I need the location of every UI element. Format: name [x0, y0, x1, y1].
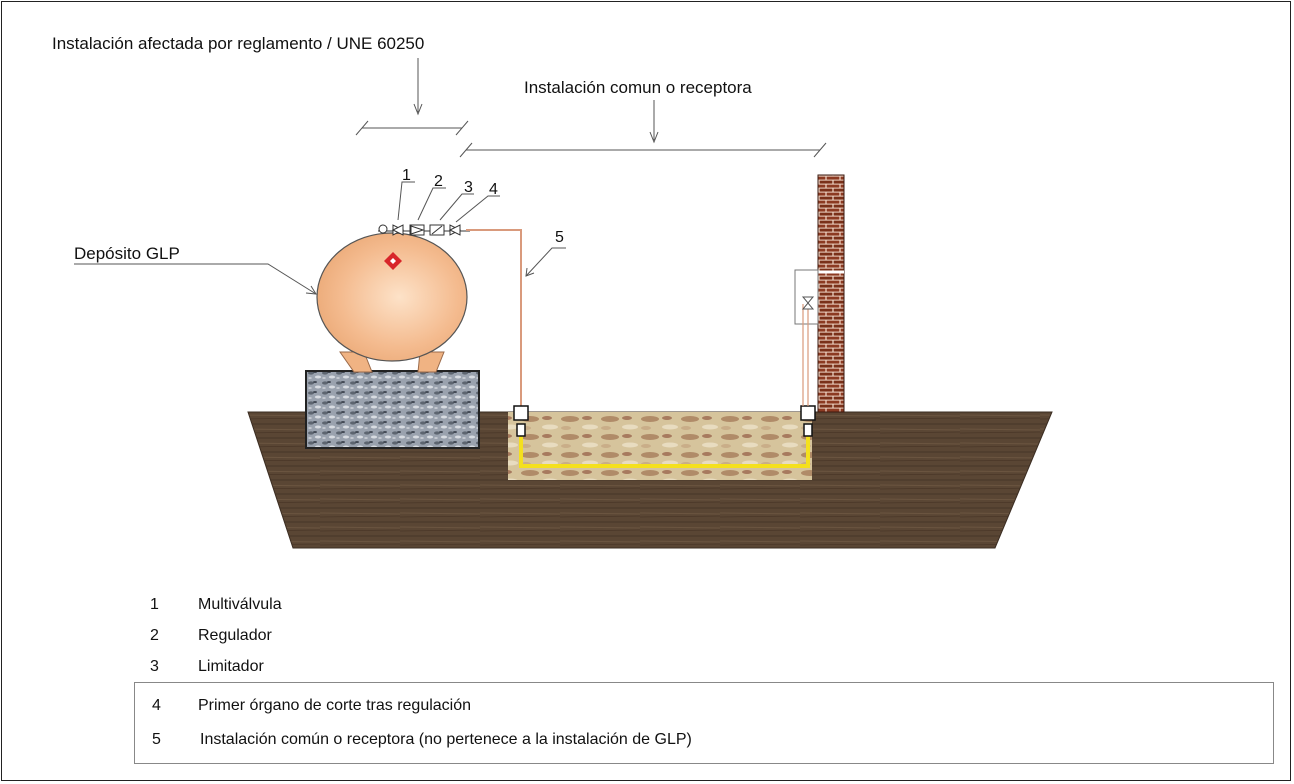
leader-3: [439, 193, 474, 221]
legend-text: Limitador: [198, 658, 264, 675]
legend-number: 3: [150, 658, 159, 675]
gauge-icon: [378, 224, 388, 234]
scope-label-reglamento: Instalación afectada por reglamento / UN…: [52, 34, 424, 53]
riser-fitting-right: [800, 405, 816, 437]
meter-cabinet: [794, 269, 819, 325]
tank-leg-right: [417, 351, 445, 373]
callout-3: 3: [464, 179, 473, 196]
glp-tank: [316, 232, 468, 362]
brick-wall: [817, 174, 845, 413]
leader-2: [417, 187, 446, 221]
legend-text: Instalación común o receptora (no perten…: [200, 731, 692, 748]
legend-number: 5: [152, 731, 161, 748]
legend-text: Primer órgano de corte tras regulación: [198, 697, 472, 714]
legend-text: Multiválvula: [198, 596, 282, 613]
leader-deposito: [74, 263, 317, 295]
callout-2: 2: [434, 173, 443, 190]
scope-label-comun: Instalación comun o receptora: [524, 78, 752, 97]
legend-text: Regulador: [198, 627, 272, 644]
callout-4: 4: [489, 181, 498, 198]
wall-valve-icon: [801, 296, 815, 310]
riser-fitting-left: [513, 405, 529, 437]
legend-number: 4: [152, 697, 161, 714]
callout-1: 1: [402, 167, 411, 184]
callout-5: 5: [555, 229, 564, 246]
trench: [508, 412, 812, 480]
leader-4: [455, 195, 500, 223]
valve-train: [378, 224, 470, 236]
leader-5: [525, 247, 566, 277]
legend-number: 1: [150, 596, 159, 613]
legend-box: [134, 682, 1274, 764]
legend-number: 2: [150, 627, 159, 644]
deposito-label: Depósito GLP: [74, 244, 180, 263]
tank-gravel-base: [305, 370, 480, 449]
copper-pipe: [466, 229, 522, 406]
leader-1: [397, 181, 415, 221]
wall-riser-pipes: [802, 304, 809, 406]
buried-gas-pipe: [519, 436, 810, 468]
